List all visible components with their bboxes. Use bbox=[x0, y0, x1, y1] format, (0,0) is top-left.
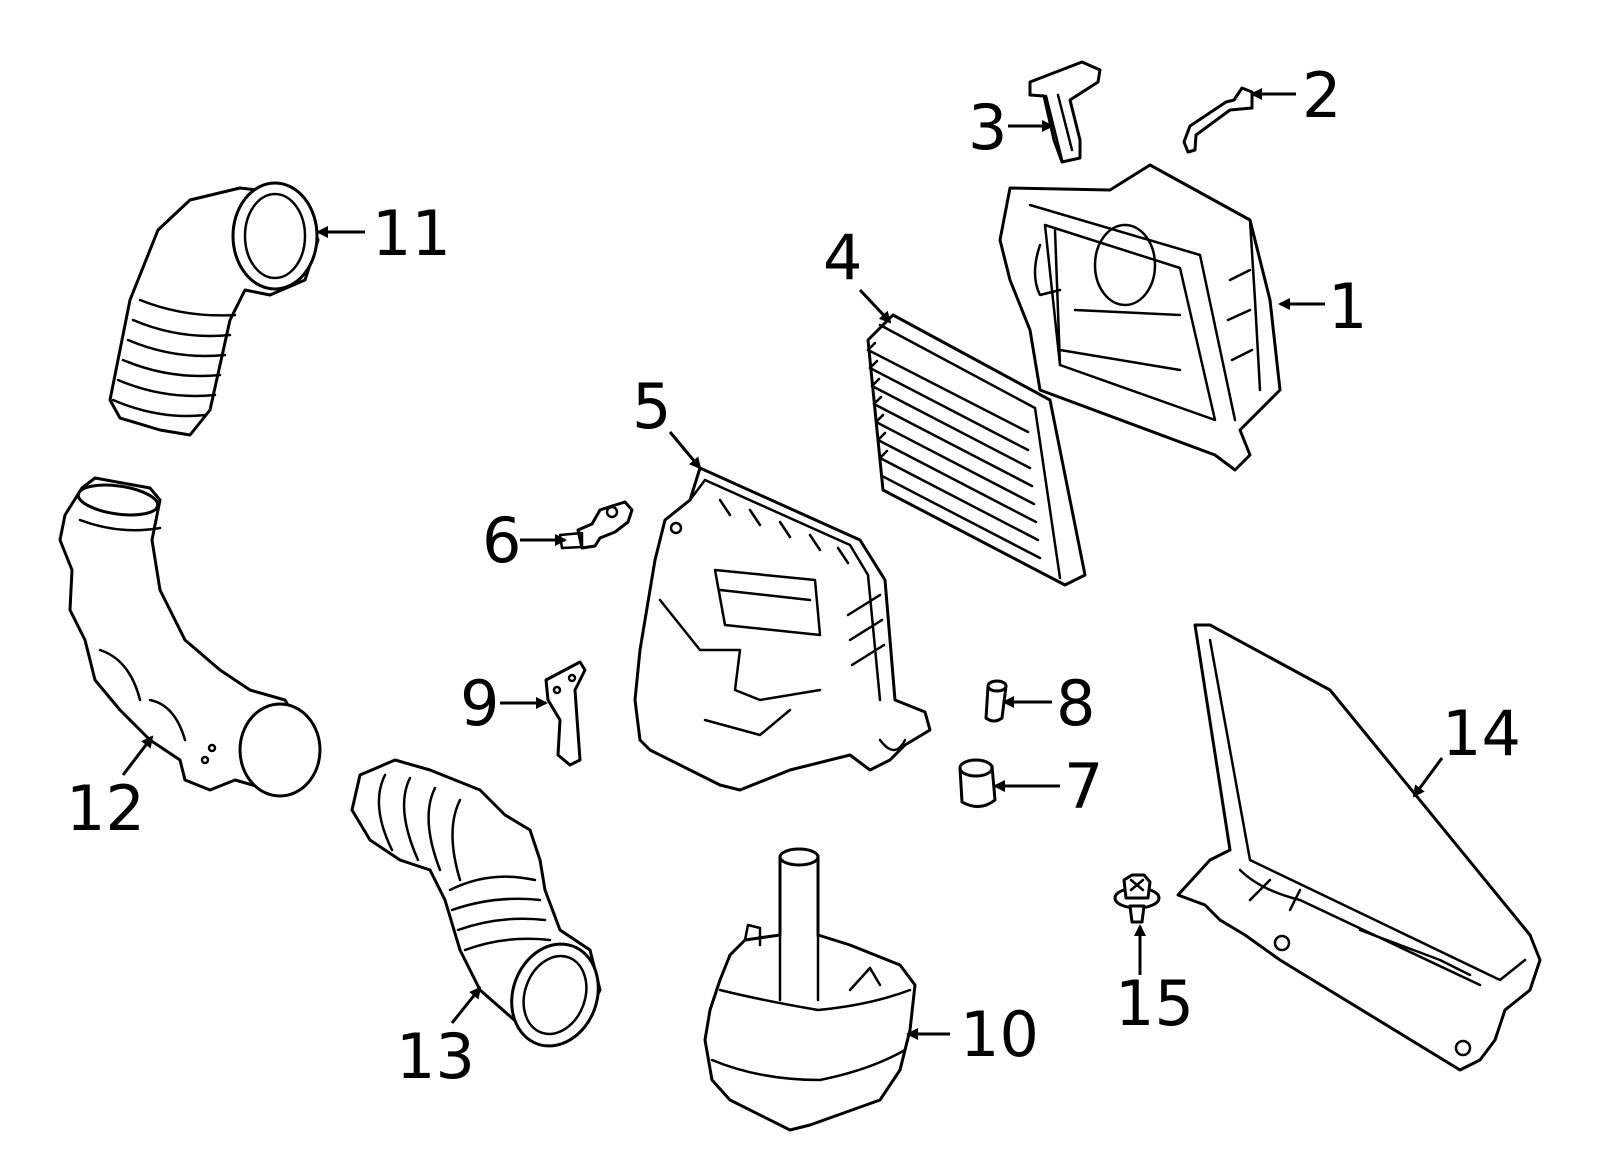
callout-9: 9 bbox=[460, 667, 499, 740]
callout-10: 10 bbox=[960, 998, 1039, 1071]
part-5-air-cleaner-lower-housing bbox=[633, 466, 932, 792]
callout-1: 1 bbox=[1328, 270, 1367, 343]
part-1-air-cleaner-upper-housing bbox=[998, 163, 1282, 472]
callout-8: 8 bbox=[1056, 667, 1095, 740]
callout-5: 5 bbox=[632, 370, 671, 443]
callout-11: 11 bbox=[372, 197, 451, 270]
callout-15: 15 bbox=[1115, 967, 1194, 1040]
part-14-air-guide-duct bbox=[1176, 623, 1542, 1072]
part-13-intake-hose bbox=[350, 758, 602, 1048]
leader-13 bbox=[450, 986, 482, 1024]
callout-7: 7 bbox=[1064, 750, 1103, 823]
part-4-air-filter-element bbox=[866, 313, 1087, 587]
callout-3: 3 bbox=[968, 91, 1007, 164]
leader-4 bbox=[858, 288, 892, 324]
callout-6: 6 bbox=[482, 504, 521, 577]
part-11-intake-duct bbox=[108, 181, 320, 437]
callout-14: 14 bbox=[1442, 697, 1521, 770]
leader-lines bbox=[121, 88, 1444, 1040]
callout-4: 4 bbox=[823, 221, 862, 294]
part-9-bracket bbox=[544, 660, 587, 767]
callout-labels: 1 2 3 4 5 6 7 8 9 10 11 12 13 14 15 bbox=[66, 59, 1521, 1093]
part-10-resonator bbox=[703, 847, 917, 1132]
leader-12 bbox=[121, 735, 154, 776]
leader-5 bbox=[668, 431, 702, 470]
part-12-intake-pipe bbox=[58, 476, 322, 798]
part-3-mass-airflow-sensor bbox=[1028, 60, 1102, 164]
part-8-pin bbox=[984, 679, 1008, 723]
part-6-valve bbox=[558, 500, 634, 550]
leader-14 bbox=[1412, 757, 1444, 798]
part-15-push-clip bbox=[1113, 873, 1161, 924]
part-2-clip bbox=[1182, 86, 1254, 154]
part-7-grommet bbox=[958, 758, 997, 808]
callout-12: 12 bbox=[66, 772, 145, 845]
callout-2: 2 bbox=[1302, 59, 1341, 132]
callout-13: 13 bbox=[396, 1020, 475, 1093]
